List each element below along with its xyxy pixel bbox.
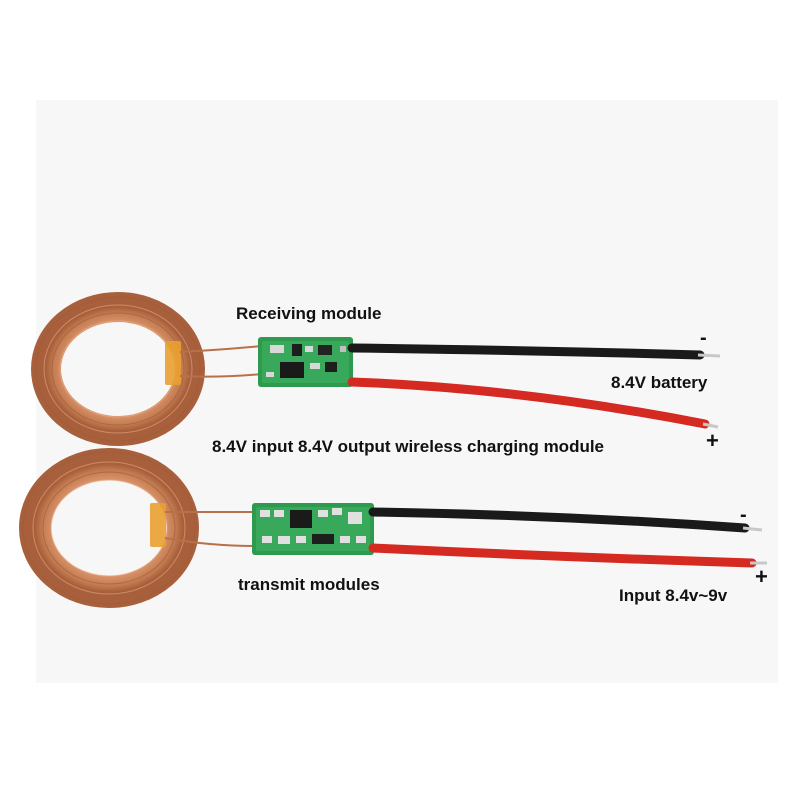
receiver-black-wire [347,343,721,360]
transmit-modules-label: transmit modules [238,575,380,594]
transmitter-coil-icon [19,448,199,608]
receiving-module-label: Receiving module [236,304,382,323]
transmitter-positive-sign: + [755,564,768,589]
receiver-negative-sign: - [700,327,707,349]
receiver-red-wire [347,377,719,429]
input-voltage-label: Input 8.4v~9v [619,586,728,605]
battery-label: 8.4V battery [611,373,708,392]
transmitter-kapton-tape [150,503,166,547]
receiver-pcb-icon [258,337,353,387]
module-caption: 8.4V input 8.4V output wireless charging… [212,437,605,456]
receiver-positive-sign: + [706,428,719,453]
receiver-coil-leads [179,345,263,378]
receiver-kapton-tape [165,341,181,385]
receiver-coil-icon [31,292,205,446]
transmitter-pcb-icon [252,503,374,555]
transmitter-black-wire [368,507,763,533]
transmitter-negative-sign: - [740,504,747,526]
transmitter-red-wire [368,543,767,568]
transmitter-coil-leads [164,510,256,547]
